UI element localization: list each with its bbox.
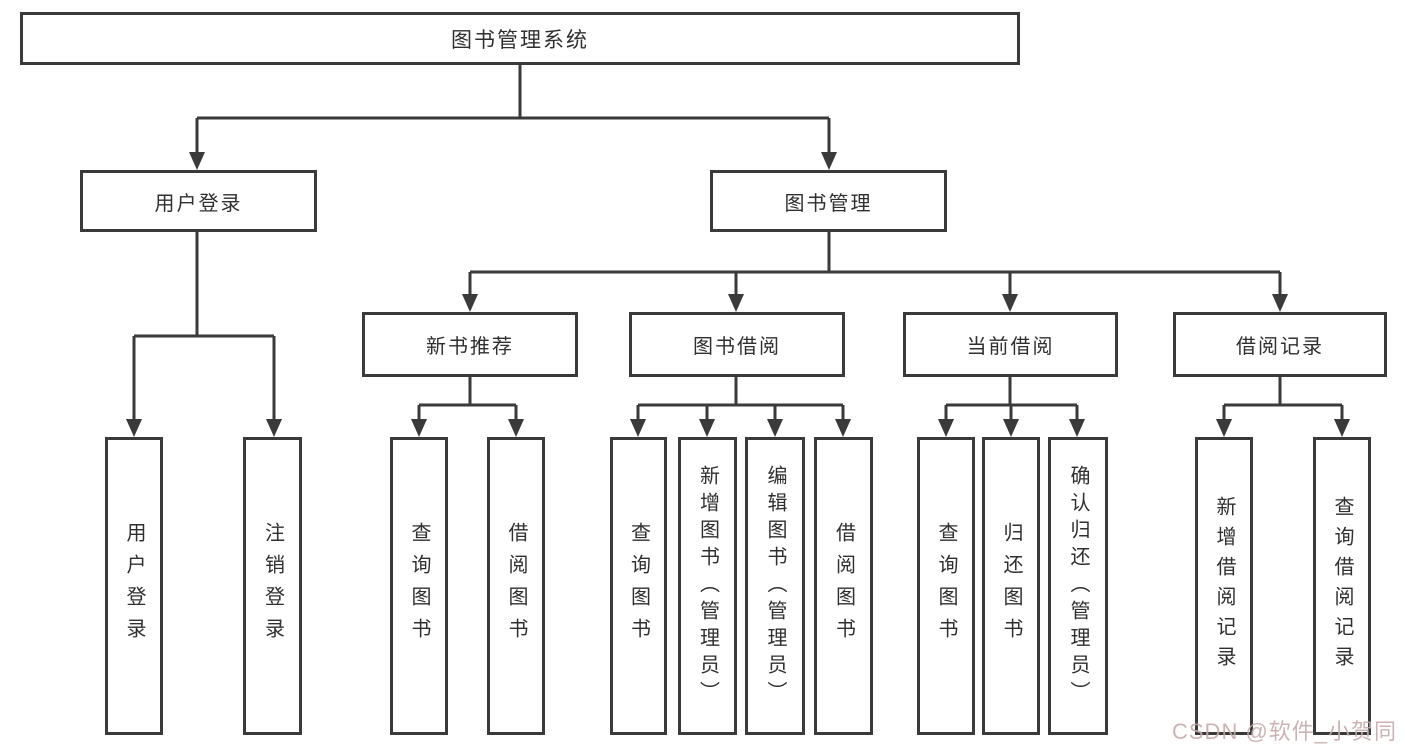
- node-bb-add-books-admin: 新增图书（管理员）: [678, 437, 737, 735]
- node-nb-borrow-books: 借阅图书: [487, 437, 545, 735]
- node-borrowing-records: 借阅记录: [1173, 312, 1387, 377]
- node-bb-query-books: 查询图书: [610, 437, 667, 735]
- node-user-login: 用户登录: [80, 170, 317, 232]
- node-br-add-record: 新增借阅记录: [1195, 437, 1253, 735]
- node-leaf-user-login: 用户登录: [105, 437, 163, 735]
- node-nb-query-books: 查询图书: [390, 437, 448, 735]
- node-book-management: 图书管理: [710, 170, 947, 232]
- node-cb-return-books: 归还图书: [982, 437, 1040, 735]
- csdn-watermark: CSDN @软件_小贺同学: [1172, 719, 1398, 744]
- node-current-borrowing: 当前借阅: [903, 312, 1118, 377]
- node-cb-confirm-return-admin: 确认归还（管理员）: [1048, 437, 1108, 735]
- node-book-borrowing: 图书借阅: [629, 312, 845, 377]
- node-bb-edit-books-admin: 编辑图书（管理员）: [745, 437, 805, 735]
- node-bb-borrow-books: 借阅图书: [814, 437, 873, 735]
- node-new-book-recommend: 新书推荐: [362, 312, 578, 377]
- node-br-query-record: 查询借阅记录: [1313, 437, 1371, 735]
- node-library-management-system: 图书管理系统: [20, 12, 1020, 65]
- node-cb-query-books: 查询图书: [917, 437, 975, 735]
- node-leaf-logout: 注销登录: [243, 437, 302, 735]
